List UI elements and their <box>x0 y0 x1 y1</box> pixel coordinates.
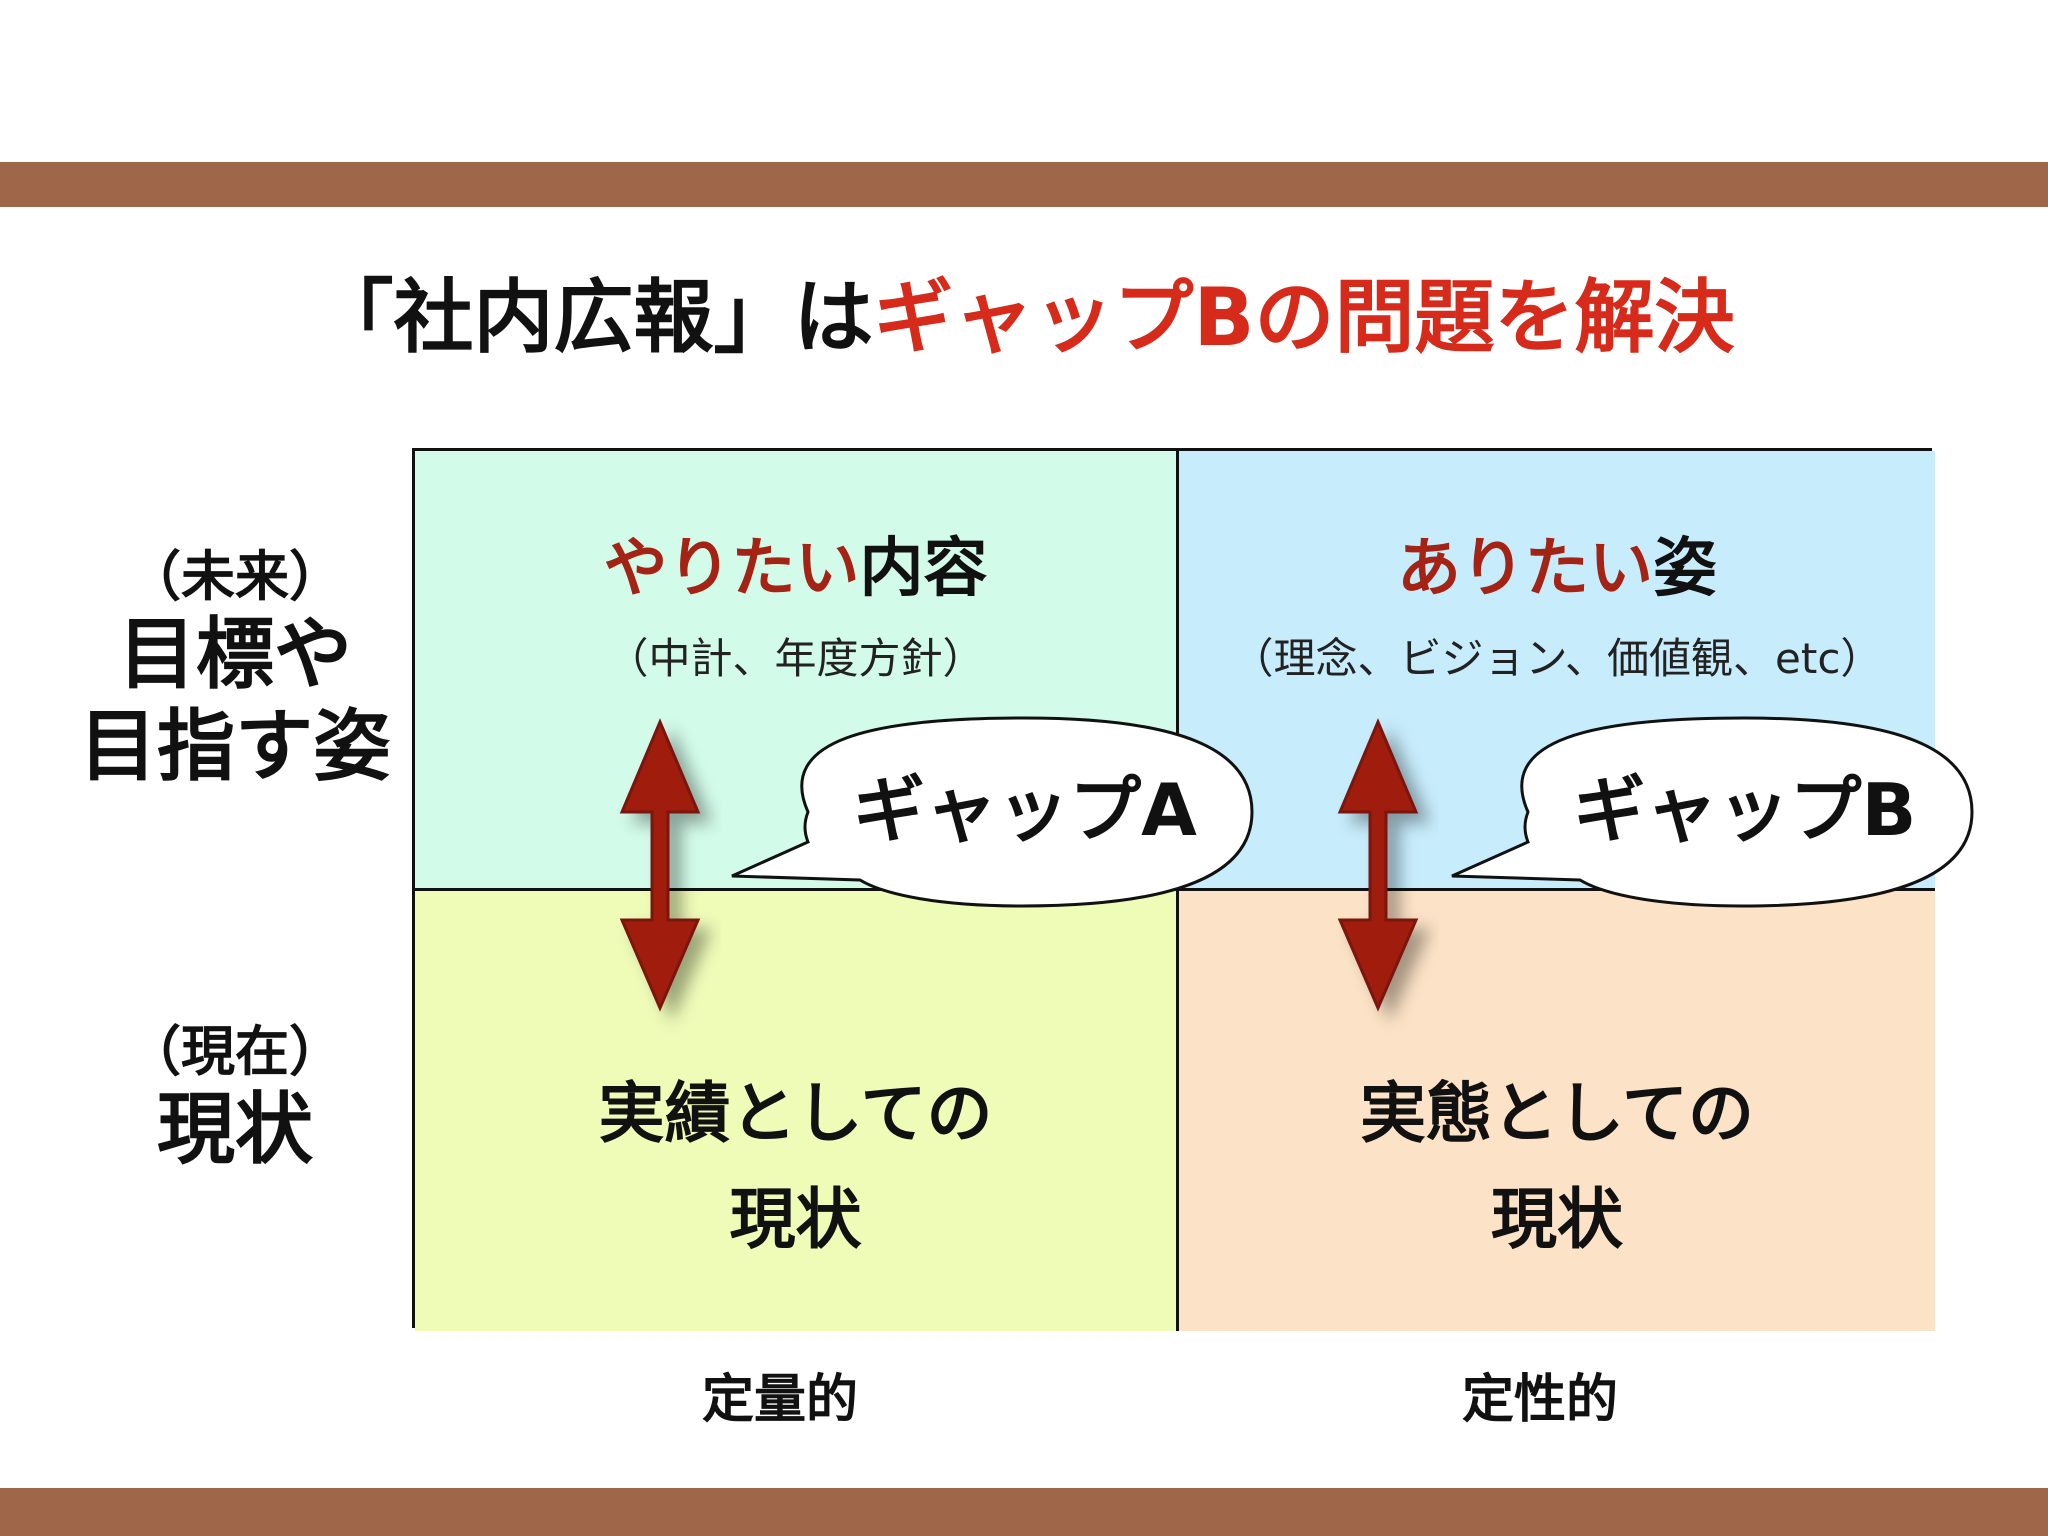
gap-b-label: ギャップB <box>1573 768 1917 852</box>
cell-bottom-right-line2: 現状 <box>1491 1181 1623 1258</box>
slide-title: 「社内広報」はギャップBの問題を解決 <box>0 268 2048 368</box>
cell-top-right-title: ありたい姿 <box>1179 529 1935 609</box>
cell-bottom-left-line1: 実績としての <box>598 1075 993 1152</box>
row-label-present: （現在） 現状 <box>40 1020 430 1176</box>
cell-top-left-accent: やりたい <box>603 532 860 606</box>
cell-bottom-left-line2: 現状 <box>729 1181 862 1258</box>
cell-top-left-title: やりたい内容 <box>415 529 1176 609</box>
column-label-quantitative: 定量的 <box>701 1370 858 1430</box>
cell-bottom-right-text: 実態としての 現状 <box>1179 1061 1935 1273</box>
row-future-line1: 目標や <box>117 610 352 700</box>
top-band <box>0 162 2048 207</box>
gap-a-label: ギャップA <box>853 768 1197 852</box>
cell-bottom-right: 実態としての 現状 <box>1179 891 1935 1331</box>
cell-top-left-sub: （中計、年度方針） <box>606 634 985 683</box>
cell-top-right-rest: 姿 <box>1653 532 1717 606</box>
column-label-qualitative: 定性的 <box>1461 1370 1618 1430</box>
cell-bottom-left: 実績としての 現状 <box>415 891 1179 1331</box>
cell-top-right-sub: （理念、ビジョン、価値観、etc） <box>1231 634 1883 683</box>
title-highlight: ギャップBの問題を解決 <box>873 271 1735 364</box>
row-present-line1: 現状 <box>156 1085 313 1175</box>
cell-top-left-rest: 内容 <box>859 532 988 606</box>
gap-matrix: やりたい内容 （中計、年度方針） ありたい姿 （理念、ビジョン、価値観、etc）… <box>412 448 1935 1331</box>
row-future-line2: 目指す姿 <box>78 702 391 792</box>
row-future-sub: （未来） <box>127 545 343 608</box>
row-present-sub: （現在） <box>127 1020 343 1083</box>
cell-bottom-right-line1: 実態としての <box>1359 1075 1755 1152</box>
title-prefix: 「社内広報」は <box>313 271 874 364</box>
bottom-band <box>0 1488 2048 1536</box>
cell-bottom-left-text: 実績としての 現状 <box>415 1061 1176 1273</box>
row-label-future: （未来） 目標や 目指す姿 <box>40 545 430 793</box>
cell-top-right-accent: ありたい <box>1397 532 1653 606</box>
